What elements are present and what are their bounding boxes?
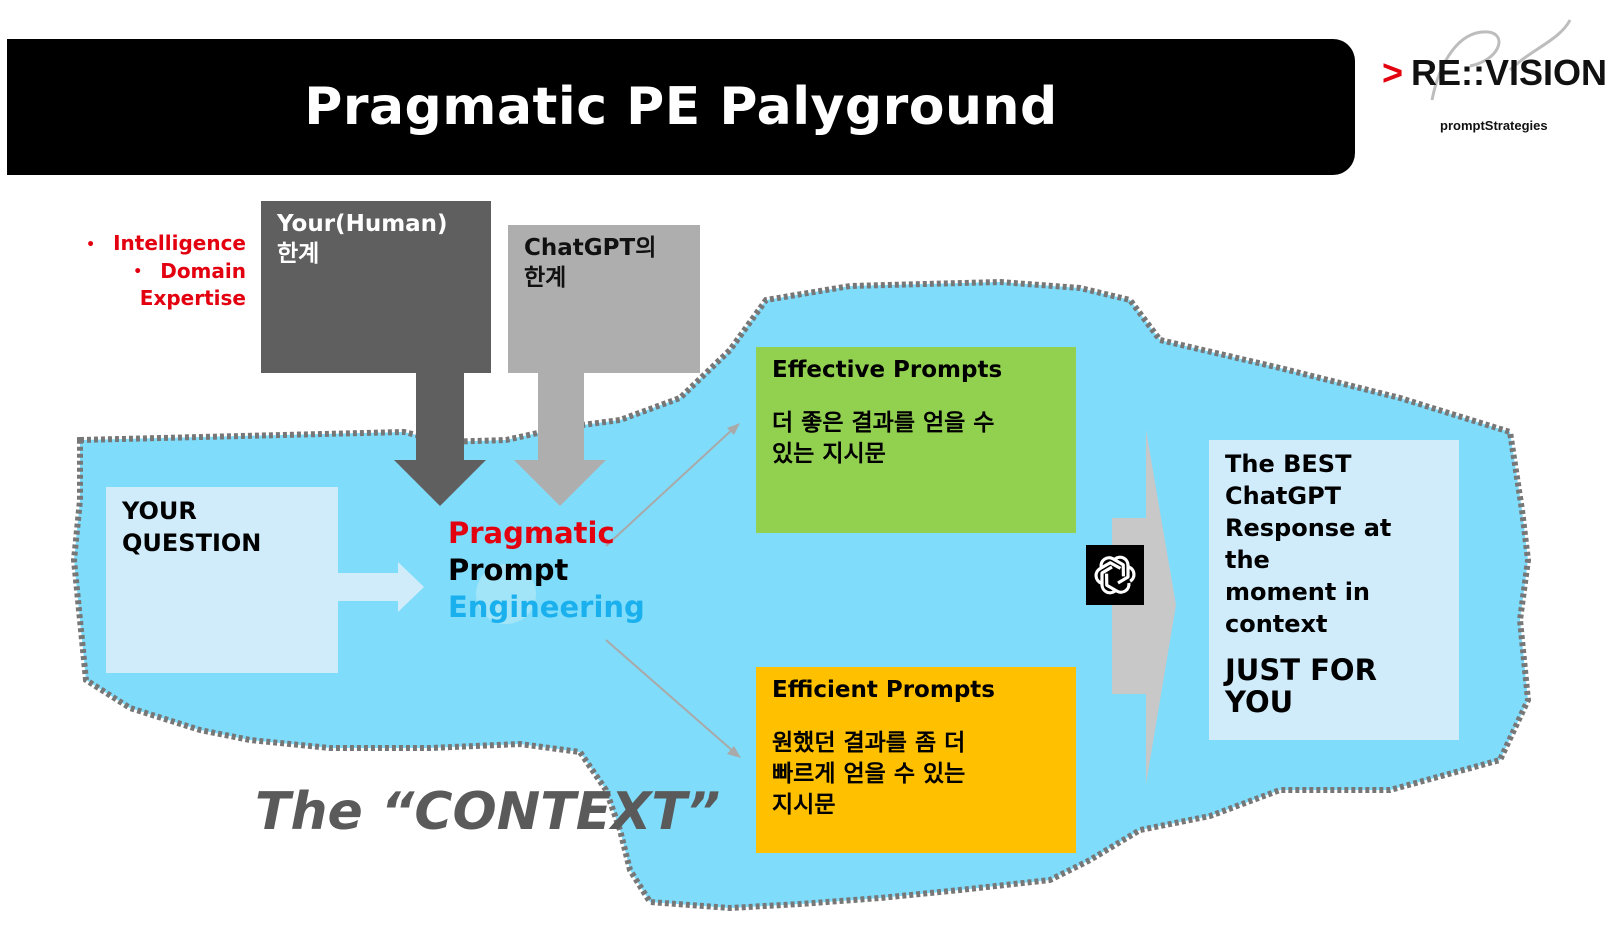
- question-line1: YOUR: [122, 497, 197, 525]
- context-blob: [70, 278, 1532, 912]
- ppe-word-prompt: Prompt: [448, 553, 569, 587]
- logo-script-mark: [1430, 19, 1572, 101]
- openai-logo-icon: [1086, 545, 1144, 605]
- brand-logo: >RE::VISION: [1382, 52, 1607, 94]
- ppe-to-effective-arrow: [605, 427, 735, 547]
- ppe-word-pragmatic: Pragmatic: [448, 516, 615, 550]
- question-right-arrow: [338, 562, 424, 612]
- ppe-label: Pragmatic Prompt Engineering: [448, 515, 645, 626]
- side-bullet-list: •Intelligence •Domain Expertise: [80, 230, 246, 311]
- human-limit-line1: Your(Human): [277, 211, 448, 237]
- human-down-arrow: [394, 373, 486, 506]
- result-line1: The BEST: [1225, 450, 1352, 478]
- bullet-item: Expertise: [139, 286, 246, 310]
- result-line3: Response at the: [1225, 514, 1392, 574]
- logo-arrow: >: [1382, 52, 1404, 93]
- bullet-item: •Domain: [133, 258, 246, 283]
- effective-prompts-box: Effective Prompts 더 좋은 결과를 얻을 수 있는 지시문: [756, 347, 1076, 533]
- to-result-arrow: [1112, 430, 1176, 784]
- gpt-down-arrow: [514, 373, 606, 506]
- result-line4: moment in: [1225, 578, 1371, 606]
- effective-line1: 더 좋은 결과를 얻을 수: [772, 410, 995, 436]
- logo-subtitle: promptStrategies: [1440, 118, 1548, 133]
- gpt-limit-line2: 한계: [524, 265, 567, 291]
- question-box: YOUR QUESTION: [106, 487, 338, 673]
- logo-brand: RE::VISION: [1411, 52, 1608, 93]
- context-label: The “CONTEXT”: [255, 782, 721, 842]
- effective-line2: 있는 지시문: [772, 441, 886, 467]
- gpt-limit-line1: ChatGPT의: [524, 235, 657, 261]
- efficient-title: Efficient Prompts: [772, 677, 995, 703]
- ppe-word-engineering: Engineering: [448, 590, 645, 624]
- efficient-line1: 원했던 결과를 좀 더: [772, 730, 966, 756]
- result-emphasis: JUST FOR YOU: [1225, 653, 1377, 719]
- result-line5: context: [1225, 610, 1328, 638]
- effective-title: Effective Prompts: [772, 357, 1003, 383]
- question-line2: QUESTION: [122, 529, 262, 557]
- efficient-line2: 빠르게 얻을 수 있는: [772, 761, 966, 787]
- human-limit-line2: 한계: [277, 241, 320, 267]
- title-bar: Pragmatic PE Palyground: [7, 39, 1355, 175]
- page-title: Pragmatic PE Palyground: [304, 77, 1058, 137]
- efficient-line3: 지시문: [772, 792, 836, 818]
- ppe-to-efficient-arrow: [605, 639, 735, 753]
- result-line2: ChatGPT: [1225, 482, 1342, 510]
- result-box: The BEST ChatGPT Response at the moment …: [1209, 440, 1459, 740]
- gpt-limit-box: ChatGPT의 한계: [508, 225, 700, 373]
- human-limit-box: Your(Human) 한계: [261, 201, 491, 373]
- bullet-item: •Intelligence: [86, 231, 246, 255]
- efficient-prompts-box: Efficient Prompts 원했던 결과를 좀 더 빠르게 얻을 수 있…: [756, 667, 1076, 853]
